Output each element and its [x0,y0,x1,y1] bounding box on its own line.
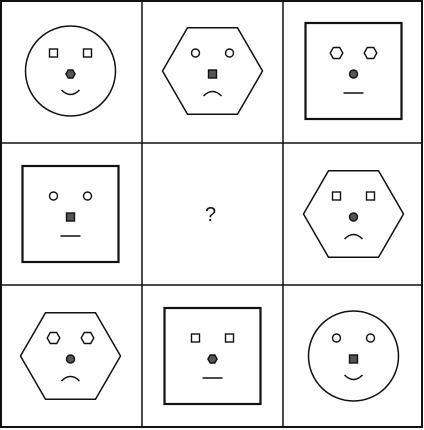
nose-square [209,70,217,78]
mouth-smile [62,90,80,95]
nose-circle [350,213,358,221]
left-eye-square [50,49,58,57]
left-eye-circle [192,49,200,57]
puzzle-cell [163,28,263,115]
right-eye-hexagon [364,48,377,59]
puzzle-cell [165,308,261,404]
puzzle-cell [21,313,121,400]
left-eye-circle [50,192,58,200]
left-eye-square [333,192,341,200]
right-eye-circle [84,192,92,200]
right-eye-hexagon [81,333,94,344]
left-eye-circle [333,334,341,342]
left-eye-square [192,334,200,342]
puzzle-cell [309,311,399,401]
nose-square [67,213,75,221]
puzzle-cell [304,171,404,258]
right-eye-square [84,49,92,57]
right-eye-square [367,192,375,200]
right-eye-square [226,334,234,342]
nose-circle [67,355,75,363]
puzzle-cell: ? [205,204,216,226]
puzzle-cell [26,26,116,116]
mouth-frown [204,92,222,97]
mouth-frown [345,235,363,240]
nose-hexagon [208,355,217,363]
puzzle-cell [23,166,119,262]
left-eye-hexagon [47,333,60,344]
left-eye-hexagon [330,48,343,59]
mouth-smile [345,375,363,380]
mouth-frown [62,377,80,382]
nose-hexagon [66,70,75,78]
right-eye-circle [367,334,375,342]
missing-cell-question-mark: ? [205,204,216,226]
nose-square [350,355,358,363]
right-eye-circle [226,49,234,57]
nose-circle [350,70,358,78]
puzzle-cell [306,23,402,119]
